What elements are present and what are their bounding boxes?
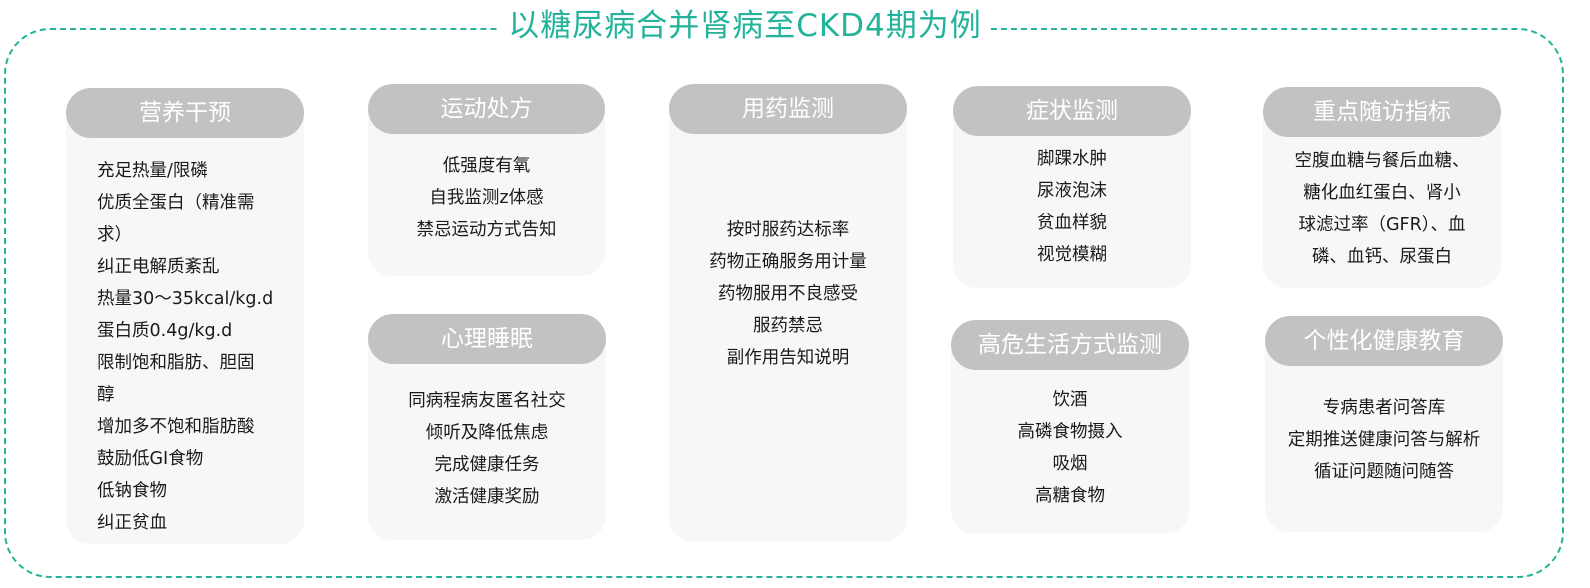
list-item: 醇 [97, 385, 115, 405]
card-followup-items: 空腹血糖与餐后血糖、 糖化血红蛋白、肾小 球滤过率（GFR）、血 磷、血钙、尿蛋… [1263, 145, 1501, 273]
list-item: 药物服用不良感受 [718, 284, 858, 304]
list-item: 充足热量/限磷 [97, 161, 208, 181]
list-item: 低强度有氧 [442, 156, 531, 176]
list-item: 定期推送健康问答与解析 [1287, 430, 1481, 450]
card-lifestyle: 高危生活方式监测 饮酒 高磷食物摄入 吸烟 高糖食物 [951, 320, 1189, 534]
list-item: 视觉模糊 [1037, 245, 1107, 265]
card-symptom: 症状监测 脚踝水肿 尿液泡沫 贫血样貌 视觉模糊 [953, 86, 1191, 288]
list-item: 倾听及降低焦虑 [425, 423, 549, 443]
card-nutrition-items: 充足热量/限磷 优质全蛋白（精准需 求） 纠正电解质紊乱 热量30～35kcal… [97, 155, 304, 539]
card-education-items: 专病患者问答库 定期推送健康问答与解析 循证问题随问随答 [1265, 392, 1503, 488]
list-item: 球滤过率（GFR）、血 [1298, 215, 1466, 235]
list-item: 优质全蛋白（精准需 [97, 193, 255, 213]
list-item: 按时服药达标率 [726, 220, 850, 240]
card-education: 个性化健康教育 专病患者问答库 定期推送健康问答与解析 循证问题随问随答 [1265, 316, 1503, 532]
list-item: 限制饱和脂肪、胆固 [97, 353, 255, 373]
card-medication-items: 按时服药达标率 药物正确服务用计量 药物服用不良感受 服药禁忌 副作用告知说明 [669, 214, 907, 374]
list-item: 同病程病友匿名社交 [408, 391, 566, 411]
card-symptom-header: 症状监测 [953, 86, 1191, 136]
list-item: 副作用告知说明 [726, 348, 850, 368]
list-item: 脚踝水肿 [1037, 149, 1107, 169]
card-nutrition-header: 营养干预 [66, 88, 304, 138]
card-exercise-items: 低强度有氧 自我监测z体感 禁忌运动方式告知 [368, 150, 605, 246]
card-followup: 重点随访指标 空腹血糖与餐后血糖、 糖化血红蛋白、肾小 球滤过率（GFR）、血 … [1263, 87, 1501, 288]
list-item: 完成健康任务 [434, 455, 540, 475]
card-nutrition: 营养干预 充足热量/限磷 优质全蛋白（精准需 求） 纠正电解质紊乱 热量30～3… [66, 88, 304, 544]
list-item: 吸烟 [1052, 454, 1088, 474]
card-medication: 用药监测 按时服药达标率 药物正确服务用计量 药物服用不良感受 服药禁忌 副作用… [669, 84, 907, 542]
card-psych: 心理睡眠 同病程病友匿名社交 倾听及降低焦虑 完成健康任务 激活健康奖励 [368, 314, 606, 540]
list-item: 磷、血钙、尿蛋白 [1312, 247, 1452, 267]
card-medication-header: 用药监测 [669, 84, 907, 134]
list-item: 增加多不饱和脂肪酸 [97, 417, 255, 437]
list-item: 自我监测z体感 [429, 188, 544, 208]
card-exercise: 运动处方 低强度有氧 自我监测z体感 禁忌运动方式告知 [368, 84, 605, 276]
list-item: 纠正电解质紊乱 [97, 257, 220, 277]
card-lifestyle-header: 高危生活方式监测 [951, 320, 1189, 370]
list-item: 高糖食物 [1035, 486, 1105, 506]
list-item: 循证问题随问随答 [1314, 462, 1454, 482]
list-item: 尿液泡沫 [1037, 181, 1107, 201]
diagram-title: 以糖尿病合并肾病至CKD4期为例 [500, 4, 990, 50]
list-item: 禁忌运动方式告知 [416, 220, 557, 240]
list-item: 低钠食物 [97, 481, 167, 501]
card-psych-header: 心理睡眠 [368, 314, 606, 364]
list-item: 纠正贫血 [97, 513, 167, 533]
card-exercise-header: 运动处方 [368, 84, 605, 134]
list-item: 求） [97, 225, 132, 245]
list-item: 高磷食物摄入 [1017, 422, 1123, 442]
card-psych-items: 同病程病友匿名社交 倾听及降低焦虑 完成健康任务 激活健康奖励 [368, 385, 606, 513]
card-education-header: 个性化健康教育 [1265, 316, 1503, 366]
list-item: 空腹血糖与餐后血糖、 [1294, 151, 1470, 171]
card-symptom-items: 脚踝水肿 尿液泡沫 贫血样貌 视觉模糊 [953, 143, 1191, 271]
list-item: 激活健康奖励 [434, 487, 540, 507]
list-item: 糖化血红蛋白、肾小 [1303, 183, 1461, 203]
list-item: 贫血样貌 [1037, 213, 1107, 233]
list-item: 服药禁忌 [753, 316, 823, 336]
list-item: 热量30～35kcal/kg.d [97, 289, 274, 309]
card-lifestyle-items: 饮酒 高磷食物摄入 吸烟 高糖食物 [951, 384, 1189, 512]
list-item: 鼓励低GI食物 [97, 449, 204, 469]
list-item: 专病患者问答库 [1322, 398, 1446, 418]
list-item: 饮酒 [1052, 390, 1088, 410]
card-followup-header: 重点随访指标 [1263, 87, 1501, 137]
list-item: 药物正确服务用计量 [709, 252, 867, 272]
list-item: 蛋白质0.4g/kg.d [97, 321, 233, 341]
